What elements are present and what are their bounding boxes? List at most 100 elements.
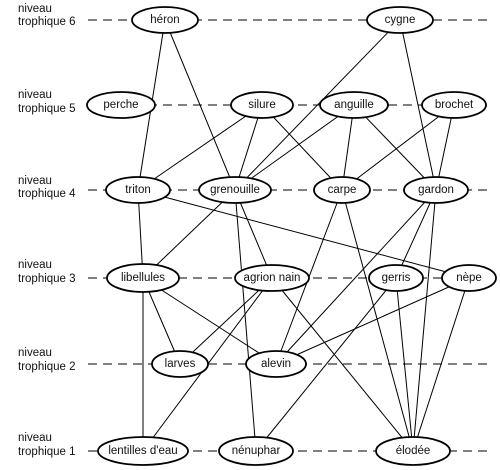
node-carpe[interactable]: carpe bbox=[313, 176, 371, 204]
node-alevin[interactable]: alevin bbox=[245, 350, 307, 378]
node-grenouille-label: grenouille bbox=[210, 184, 260, 196]
node-gerris-ellipse bbox=[368, 264, 424, 292]
link-brochet-carpe bbox=[341, 104, 455, 191]
node-cygne[interactable]: cygne bbox=[366, 6, 434, 34]
node-cygne-label: cygne bbox=[385, 14, 416, 26]
node-perche-label: perche bbox=[103, 99, 138, 111]
node-libellules-ellipse bbox=[106, 263, 180, 293]
node-anguille-label: anguille bbox=[334, 99, 374, 111]
node-gardon-ellipse bbox=[403, 176, 469, 204]
node-lentilles-ellipse bbox=[97, 436, 189, 466]
link-heron-grenouille bbox=[164, 19, 236, 191]
node-heron-ellipse bbox=[131, 6, 199, 34]
node-triton-ellipse bbox=[105, 176, 171, 204]
node-brochet-ellipse bbox=[421, 91, 487, 119]
feeding-links bbox=[137, 19, 470, 452]
level-lines bbox=[88, 19, 492, 452]
link-grenouille-agrion bbox=[234, 189, 273, 279]
link-agrion-elodee bbox=[271, 277, 414, 452]
link-carpe-elodee bbox=[341, 189, 414, 452]
node-agrion[interactable]: agrion nain bbox=[234, 264, 310, 292]
node-libellules-label: libellules bbox=[121, 272, 165, 284]
node-larves-ellipse bbox=[151, 350, 209, 378]
node-libellules[interactable]: libellules bbox=[106, 263, 180, 293]
link-gardon-alevin bbox=[275, 189, 437, 365]
node-nenuphar[interactable]: nénuphar bbox=[218, 436, 294, 466]
link-cygne-gardon bbox=[399, 19, 437, 191]
node-triton-label: triton bbox=[125, 184, 151, 196]
node-brochet[interactable]: brochet bbox=[421, 91, 487, 119]
node-alevin-ellipse bbox=[245, 350, 307, 378]
node-lentilles-label: lentilles d'eau bbox=[108, 445, 177, 457]
level-3-label-line2: trophique 3 bbox=[18, 273, 76, 285]
level-4-label-line1: niveau bbox=[18, 175, 52, 187]
level-5-label-line1: niveau bbox=[18, 89, 52, 101]
node-grenouille[interactable]: grenouille bbox=[198, 176, 272, 204]
link-silure-grenouille bbox=[234, 104, 263, 191]
link-anguille-carpe bbox=[341, 104, 355, 191]
node-alevin-label: alevin bbox=[261, 358, 291, 370]
node-carpe-label: carpe bbox=[328, 184, 357, 196]
node-nepe[interactable]: nèpe bbox=[441, 264, 497, 292]
node-anguille[interactable]: anguille bbox=[319, 91, 389, 119]
node-elodee-ellipse bbox=[375, 436, 451, 466]
link-grenouille-libellules bbox=[142, 189, 236, 279]
node-anguille-ellipse bbox=[319, 91, 389, 119]
link-nepe-alevin bbox=[275, 277, 470, 365]
node-nepe-ellipse bbox=[441, 264, 497, 292]
node-triton[interactable]: triton bbox=[105, 176, 171, 204]
node-gardon[interactable]: gardon bbox=[403, 176, 469, 204]
link-agrion-larves bbox=[179, 277, 273, 365]
link-gardon-elodee bbox=[412, 189, 437, 452]
link-nenuphar-gerris bbox=[255, 277, 397, 452]
level-1-label-line2: trophique 1 bbox=[18, 446, 76, 458]
node-elodee[interactable]: élodée bbox=[375, 436, 451, 466]
node-silure-ellipse bbox=[230, 91, 294, 119]
level-labels: niveau trophique 6 niveau trophique 5 ni… bbox=[18, 3, 76, 458]
node-larves-label: larves bbox=[165, 358, 196, 370]
node-heron-label: héron bbox=[150, 14, 179, 26]
link-triton-nepe bbox=[137, 189, 470, 279]
node-nenuphar-label: nénuphar bbox=[232, 445, 281, 457]
node-larves[interactable]: larves bbox=[151, 350, 209, 378]
link-anguille-grenouille bbox=[234, 104, 355, 191]
link-silure-triton bbox=[137, 104, 263, 191]
node-brochet-label: brochet bbox=[435, 99, 474, 111]
node-gerris-label: gerris bbox=[382, 272, 411, 284]
level-2-label-line1: niveau bbox=[18, 347, 52, 359]
link-libellules-alevin bbox=[142, 277, 277, 365]
node-gardon-label: gardon bbox=[418, 184, 454, 196]
node-heron[interactable]: héron bbox=[131, 6, 199, 34]
level-2-label-line2: trophique 2 bbox=[18, 361, 76, 373]
level-3-label-line1: niveau bbox=[18, 259, 52, 271]
node-nenuphar-ellipse bbox=[218, 436, 294, 466]
level-5-label-line2: trophique 5 bbox=[18, 103, 76, 115]
node-gerris[interactable]: gerris bbox=[368, 264, 424, 292]
node-cygne-ellipse bbox=[366, 6, 434, 34]
link-grenouille-nenuphar bbox=[234, 189, 257, 452]
link-nepe-elodee bbox=[412, 277, 470, 452]
link-anguille-gardon bbox=[353, 104, 437, 191]
node-agrion-ellipse bbox=[234, 264, 310, 292]
level-6-label-line2: trophique 6 bbox=[18, 16, 76, 28]
node-nepe-label: nèpe bbox=[456, 272, 482, 284]
species-nodes: héron cygne perche silure anguille broch… bbox=[86, 6, 497, 466]
node-grenouille-ellipse bbox=[198, 176, 272, 204]
node-perche-ellipse bbox=[86, 91, 156, 119]
node-lentilles[interactable]: lentilles d'eau bbox=[97, 436, 189, 466]
node-carpe-ellipse bbox=[313, 176, 371, 204]
link-cygne-grenouille bbox=[234, 19, 401, 191]
link-gerris-elodee bbox=[395, 277, 414, 452]
node-agrion-label: agrion nain bbox=[244, 272, 301, 284]
node-silure[interactable]: silure bbox=[230, 91, 294, 119]
node-silure-label: silure bbox=[248, 99, 275, 111]
link-silure-carpe bbox=[261, 104, 343, 191]
level-1-label-line1: niveau bbox=[18, 432, 52, 444]
link-brochet-gardon bbox=[435, 104, 455, 191]
link-gardon-gerris bbox=[395, 189, 437, 279]
node-perche[interactable]: perche bbox=[86, 91, 156, 119]
level-6-label-line1: niveau bbox=[18, 3, 52, 15]
node-elodee-label: élodée bbox=[396, 445, 431, 457]
level-4-label-line2: trophique 4 bbox=[18, 188, 76, 200]
